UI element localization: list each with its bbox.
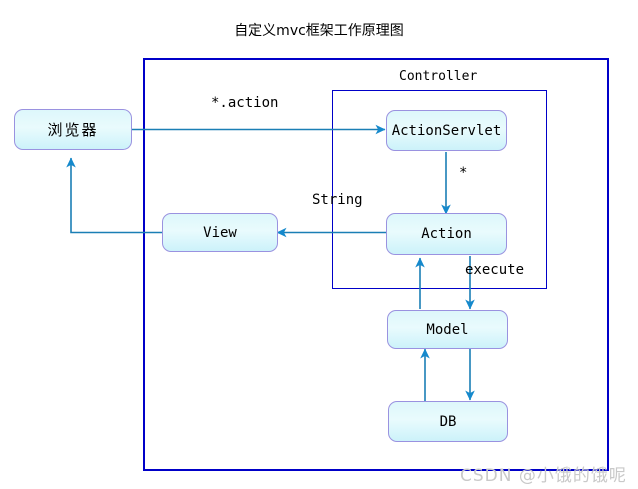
- node-model[interactable]: Model: [387, 310, 508, 349]
- controller-group-frame: [332, 90, 547, 289]
- edge-label-request: *.action: [211, 95, 279, 111]
- controller-group-label: Controller: [399, 69, 478, 84]
- node-db[interactable]: DB: [388, 401, 508, 442]
- edge-label-string: String: [312, 192, 363, 208]
- outer-frame: [143, 58, 609, 471]
- edge-label-multiplicity: *: [459, 165, 468, 181]
- node-browser[interactable]: 浏览器: [14, 109, 132, 150]
- page-title: 自定义mvc框架工作原理图: [234, 23, 404, 39]
- node-view[interactable]: View: [162, 213, 278, 252]
- node-action[interactable]: Action: [386, 213, 507, 255]
- watermark: CSDN @小饿的饿呢: [460, 466, 627, 486]
- edge-label-execute: execute: [465, 262, 525, 278]
- node-action-servlet[interactable]: ActionServlet: [386, 110, 507, 151]
